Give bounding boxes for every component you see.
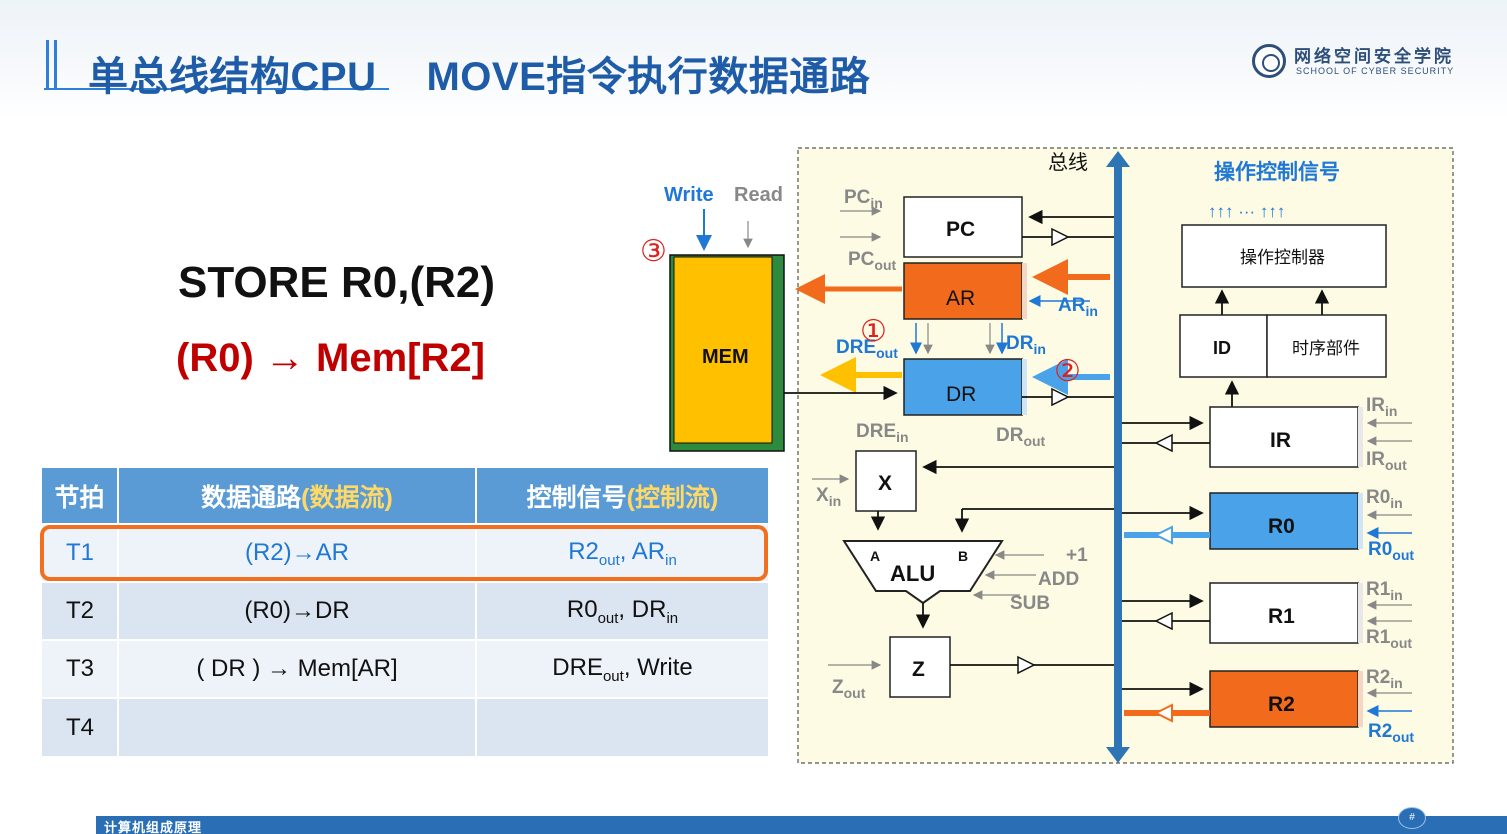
title-accent-bars — [44, 40, 66, 88]
cpu-datapath-diagram: 总线 操作控制信号 ↑↑↑ ··· ↑↑↑ 操作控制器 ID 时序部件 PC P… — [640, 145, 1470, 770]
bus-arrow-down-icon — [1106, 747, 1130, 763]
control-unit-label: 操作控制器 — [1240, 248, 1325, 267]
alu-op-add: ADD — [1038, 569, 1079, 590]
title-underline — [44, 88, 389, 90]
table-row: T3 ( DR ) → Mem[AR] DREout, Write — [42, 639, 770, 698]
alu-input-a: A — [870, 548, 880, 564]
row-beat: T3 — [42, 639, 119, 698]
control-signals-title: 操作控制信号 — [1214, 160, 1340, 184]
logo-english-name: SCHOOL OF CYBER SECURITY — [1296, 66, 1455, 76]
timing-unit-label: 时序部件 — [1292, 339, 1360, 358]
svg-text:R0out: R0out — [1368, 539, 1414, 563]
memory-block — [673, 256, 773, 444]
control-unit-box — [1181, 224, 1387, 288]
alu-unit — [842, 540, 1004, 605]
course-name: 计算机组成原理 — [104, 820, 203, 834]
alu-input-b: B — [958, 548, 968, 564]
row-control-signal: R2out, ARin — [476, 523, 770, 582]
alu-op-plus1: +1 — [1066, 545, 1088, 566]
step-2-marker: ② — [1054, 355, 1081, 388]
row-datapath: (R0)→DR — [118, 581, 477, 640]
table-row: T2 (R0)→DR R0out, DRin — [42, 581, 770, 640]
register-control-signals: IRin IRout R0in R0out R1in R1out R2in R2… — [1366, 395, 1414, 745]
timing-unit-box — [1266, 314, 1387, 378]
r0-register — [1209, 492, 1359, 550]
svg-text:R2in: R2in — [1366, 667, 1403, 691]
svg-text:R2out: R2out — [1368, 721, 1414, 745]
row-control-signal: R0out, DRin — [476, 581, 770, 640]
slide-header: 单总线结构CPU MOVE指令执行数据通路 网络空间安全学院 SCHOOL OF … — [0, 0, 1507, 118]
x-register — [855, 450, 917, 512]
dr-in-signal: DRin — [1006, 333, 1046, 357]
current-beat-highlight — [40, 525, 768, 581]
row-datapath: ( DR ) → Mem[AR] — [118, 639, 477, 698]
read-signal: Read — [734, 184, 783, 206]
svg-text:IRout: IRout — [1366, 449, 1407, 473]
z-register — [889, 636, 951, 698]
svg-text:R0in: R0in — [1366, 487, 1403, 511]
table-header-row: 节拍 数据通路(数据流) 控制信号(控制流) — [42, 468, 770, 524]
table-row: T4 — [42, 697, 770, 756]
bus-arrow-up-icon — [1106, 151, 1130, 167]
r1-register — [1209, 582, 1359, 644]
write-signal: Write — [664, 184, 714, 206]
z-label: Z — [912, 658, 925, 681]
slide-title-part1: 单总线结构CPU — [88, 55, 377, 99]
row-control-signal — [476, 697, 770, 756]
slide-footer: 计算机组成原理 # — [0, 807, 1507, 834]
step-3-marker: ③ — [640, 235, 667, 268]
r1-label: R1 — [1268, 605, 1295, 628]
header-beat: 节拍 — [42, 468, 119, 524]
row-datapath: (R2)→AR — [118, 523, 477, 582]
svg-text:R1out: R1out — [1366, 627, 1412, 651]
dre-out-signal: DREout — [836, 337, 898, 361]
r0-label: R0 — [1268, 515, 1295, 538]
ar-label: AR — [946, 287, 975, 310]
row-control-signal: DREout, Write — [476, 639, 770, 698]
id-label: ID — [1213, 338, 1231, 358]
ir-register — [1209, 406, 1359, 468]
bus-label: 总线 — [1048, 151, 1088, 174]
alu-label: ALU — [890, 561, 935, 586]
logo-chinese-name: 网络空间安全学院 — [1294, 47, 1454, 67]
slide-title: 单总线结构CPU MOVE指令执行数据通路 — [88, 44, 870, 102]
school-logo: 网络空间安全学院 SCHOOL OF CYBER SECURITY — [1248, 38, 1478, 86]
r2-label: R2 — [1268, 693, 1295, 716]
dr-label: DR — [946, 383, 976, 406]
memory-label: MEM — [702, 346, 749, 368]
control-signal-arrows: ↑↑↑ ··· ↑↑↑ — [1208, 202, 1285, 221]
instruction-formula: (R0) → Mem[R2] — [176, 336, 485, 380]
row-beat: T2 — [42, 581, 119, 640]
x-in-signal: Xin — [816, 485, 841, 509]
z-out-signal: Zout — [832, 677, 866, 701]
row-beat: T4 — [42, 697, 119, 756]
pc-register — [903, 196, 1023, 258]
row-datapath — [118, 697, 477, 756]
instruction-text: STORE R0,(R2) — [178, 258, 496, 307]
pc-out-signal: PCout — [848, 249, 897, 273]
svg-text:IRin: IRin — [1366, 395, 1397, 419]
dr-out-signal: DRout — [996, 425, 1046, 449]
svg-text:R1in: R1in — [1366, 579, 1403, 603]
datapath-svg: 总线 操作控制信号 ↑↑↑ ··· ↑↑↑ 操作控制器 ID 时序部件 PC P… — [640, 147, 1454, 764]
alu-op-sub: SUB — [1010, 593, 1050, 614]
table-row: T1 (R2)→AR R2out, ARin — [42, 523, 770, 582]
dre-in-signal: DREin — [856, 421, 909, 445]
ir-label: IR — [1270, 429, 1291, 452]
x-label: X — [878, 472, 892, 495]
slide-title-part2: MOVE指令执行数据通路 — [426, 55, 871, 99]
pc-label: PC — [946, 218, 975, 241]
logo-emblem-icon — [1252, 44, 1286, 78]
header-datapath: 数据通路(数据流) — [118, 468, 477, 524]
row-beat: T1 — [42, 523, 119, 582]
page-number: # — [1398, 807, 1426, 829]
datapath-table: 节拍 数据通路(数据流) 控制信号(控制流) T1 (R2)→AR R2out,… — [42, 468, 770, 756]
step-1-marker: ① — [860, 315, 887, 348]
header-control-signal: 控制信号(控制流) — [476, 468, 770, 524]
